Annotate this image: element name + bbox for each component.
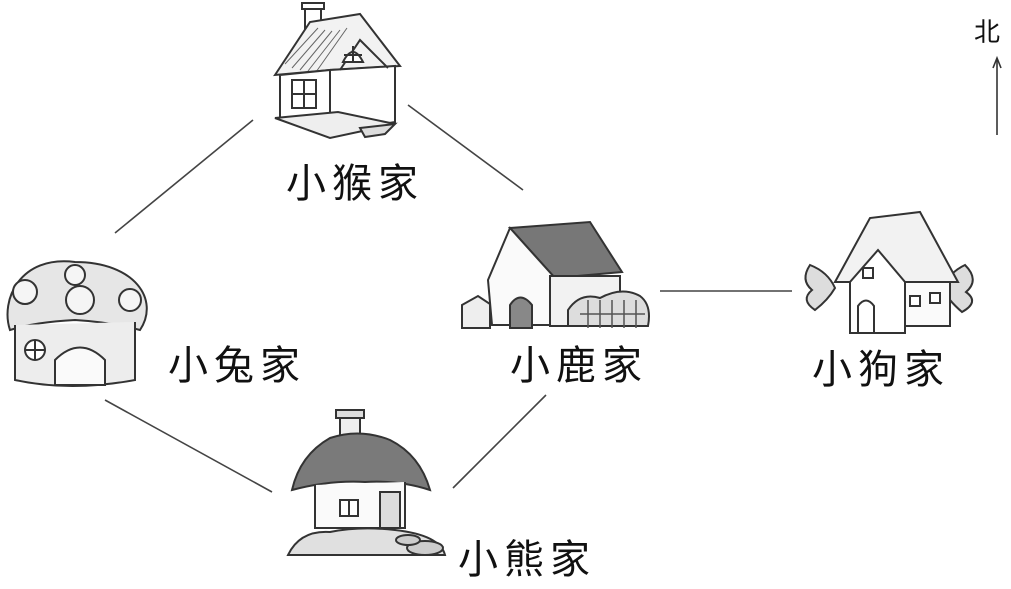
north-arrow-icon xyxy=(992,55,1002,135)
label-bear-house: 小熊家 xyxy=(458,537,596,583)
rabbit-mushroom-house-icon xyxy=(6,260,148,387)
path-monkey-rabbit xyxy=(114,119,254,234)
label-rabbit-house: 小兔家 xyxy=(168,343,306,389)
path-monkey-deer xyxy=(407,104,524,191)
path-rabbit-bear xyxy=(104,399,273,493)
bear-house-icon xyxy=(286,409,447,556)
north-label: 北 xyxy=(974,18,1001,48)
dog-house-icon xyxy=(804,210,974,334)
label-deer-house: 小鹿家 xyxy=(510,343,648,389)
path-deer-bear xyxy=(452,394,547,489)
monkey-house-icon xyxy=(273,2,402,140)
label-dog-house: 小狗家 xyxy=(812,347,950,393)
label-monkey-house: 小猴家 xyxy=(286,161,424,207)
deer-house-icon xyxy=(461,220,650,329)
